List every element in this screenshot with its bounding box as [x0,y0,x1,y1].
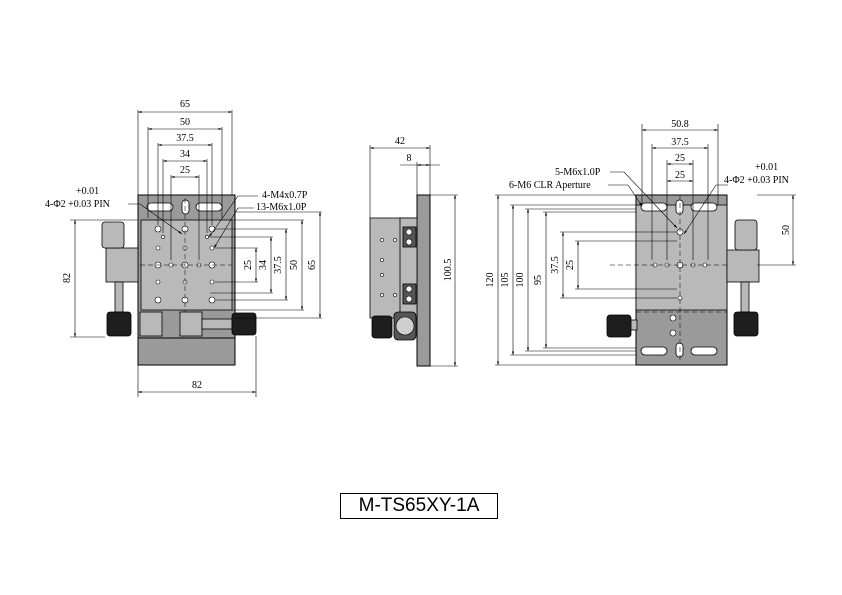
dim-h37-5: 37.5 [273,256,284,274]
dim-bracket-25b: 25 [675,170,685,181]
bracket-micrometer-cap [734,219,758,251]
dim-95: 95 [533,275,544,285]
dim-bracket-h37-5: 37.5 [550,256,561,274]
dim-bracket-37-5: 37.5 [671,137,689,148]
top-view-knob [106,311,132,337]
top-view-slot [181,199,190,215]
top-view-lower-block [179,311,203,337]
dim-right-50: 50 [781,225,792,235]
dim-105: 105 [500,273,511,288]
dim-50-8: 50.8 [671,119,689,130]
model-title: M-TS65XY-1A [340,493,498,519]
side-view: 42 8 100.5 [369,136,458,367]
m6-clr-note: 6-M6 CLR Aperture [509,180,591,191]
dim-bracket-25a: 25 [675,153,685,164]
side-view-knob [371,315,393,339]
top-view-lower-block [139,311,163,337]
dim-h50: 50 [289,260,300,270]
top-view-lower-shaft [201,318,233,330]
top-view-micrometer-shaft [114,281,124,313]
top-view-slot [195,202,223,212]
bracket-left-shaft [630,319,638,331]
bracket-view: 50.8 37.5 25 25 120 105 100 95 37.5 [485,119,796,366]
top-view: 65 50 37.5 34 25 25 [45,99,322,397]
dim-100-5: 100.5 [443,259,454,282]
bracket-micrometer-body [726,249,760,283]
bracket-micrometer-shaft [740,281,750,313]
top-view-lower-plate [137,337,236,366]
dim-h25: 25 [243,260,254,270]
pin-note: 4-Φ2 +0.03 PIN [45,199,110,210]
dim-bracket-h25: 25 [565,260,576,270]
dim-25: 25 [180,165,190,176]
dim-50: 50 [180,117,190,128]
dim-8: 8 [407,153,412,164]
m6-note: 13-M6x1.0P [256,202,307,213]
bracket-knob [733,311,759,337]
dim-left-82: 82 [62,273,73,283]
top-view-height-dims: 25 34 37.5 50 65 [210,211,322,319]
dim-34: 34 [180,149,190,160]
bracket-pin-note: 4-Φ2 +0.03 PIN [724,175,789,186]
m6-tap-note: 5-M6x1.0P [555,167,601,178]
bracket-pin-tolerance-note: +0.01 [755,162,778,173]
side-view-plate [416,194,431,367]
dim-120: 120 [485,273,496,288]
dim-h65: 65 [307,260,318,270]
m4-note: 4-M4x0.7P [262,190,308,201]
top-view-knob [231,312,257,336]
top-view-micrometer-body [105,247,139,283]
dim-42: 42 [395,136,405,147]
bracket-knob-left [606,314,632,338]
dim-bottom-82: 82 [192,380,202,391]
dim-37-5: 37.5 [176,133,194,144]
top-view-slot [146,202,174,212]
bracket-carriage [635,204,728,311]
dim-100: 100 [515,273,526,288]
pin-tolerance-note: +0.01 [76,186,99,197]
dim-65: 65 [180,99,190,110]
dim-h34: 34 [258,260,269,270]
top-view-micrometer-cap [101,221,125,249]
